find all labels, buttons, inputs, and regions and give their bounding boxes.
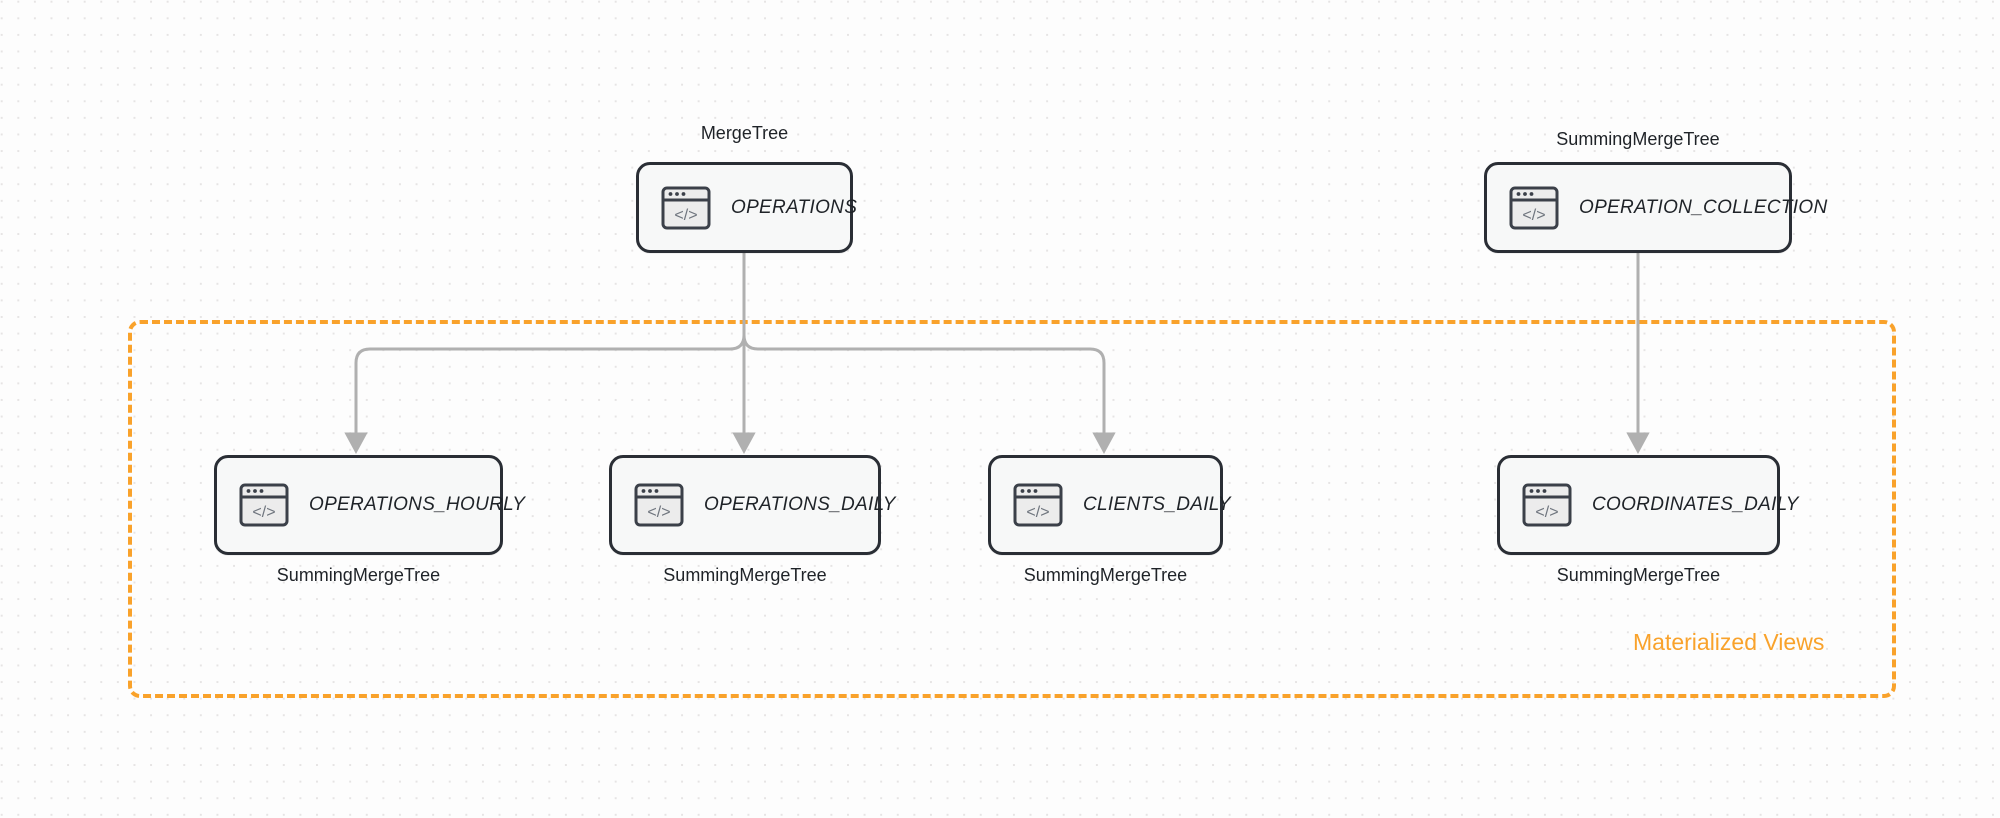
node-label-operation-collection: OPERATION_COLLECTION <box>1579 196 1828 218</box>
node-label-clients-daily: CLIENTS_DAILY <box>1083 494 1231 515</box>
code-window-icon: </> <box>1509 186 1559 230</box>
code-window-icon: </> <box>1013 483 1063 527</box>
code-window-icon: </> <box>661 186 711 230</box>
svg-text:</>: </> <box>1026 504 1049 521</box>
svg-text:</>: </> <box>252 504 275 521</box>
node-label-operations-hourly: OPERATIONS_HOURLY <box>309 494 526 515</box>
node-label-operations: OPERATIONS <box>731 196 858 218</box>
node-caption-operations-daily: SummingMergeTree <box>663 565 827 585</box>
svg-text:</>: </> <box>674 207 697 224</box>
svg-text:</>: </> <box>647 504 670 521</box>
node-operations-daily[interactable]: </> OPERATIONS_DAILY <box>609 455 895 555</box>
node-caption-coordinates-daily: SummingMergeTree <box>1556 565 1721 585</box>
node-caption-operations: MergeTree <box>700 123 789 143</box>
node-coordinates-daily[interactable]: </> COORDINATES_DAILY <box>1497 455 1798 555</box>
node-label-coordinates-daily: COORDINATES_DAILY <box>1592 494 1799 515</box>
node-operations[interactable]: </> OPERATIONS <box>636 162 857 253</box>
code-window-icon: </> <box>239 483 289 527</box>
svg-text:</>: </> <box>1535 504 1558 521</box>
node-clients-daily[interactable]: </> CLIENTS_DAILY <box>988 455 1231 555</box>
svg-text:</>: </> <box>1522 207 1545 224</box>
node-caption-operations-hourly: SummingMergeTree <box>276 565 441 585</box>
node-operations-hourly[interactable]: </> OPERATIONS_HOURLY <box>214 455 525 555</box>
code-window-icon: </> <box>634 483 684 527</box>
materialized-views-group-label: Materialized Views <box>1633 629 1825 655</box>
code-window-icon: </> <box>1522 483 1572 527</box>
node-caption-operation-collection: SummingMergeTree <box>1556 129 1720 149</box>
node-operation-collection[interactable]: </> OPERATION_COLLECTION <box>1484 162 1827 253</box>
node-label-operations-daily: OPERATIONS_DAILY <box>704 494 896 515</box>
node-caption-clients-daily: SummingMergeTree <box>1023 565 1188 585</box>
